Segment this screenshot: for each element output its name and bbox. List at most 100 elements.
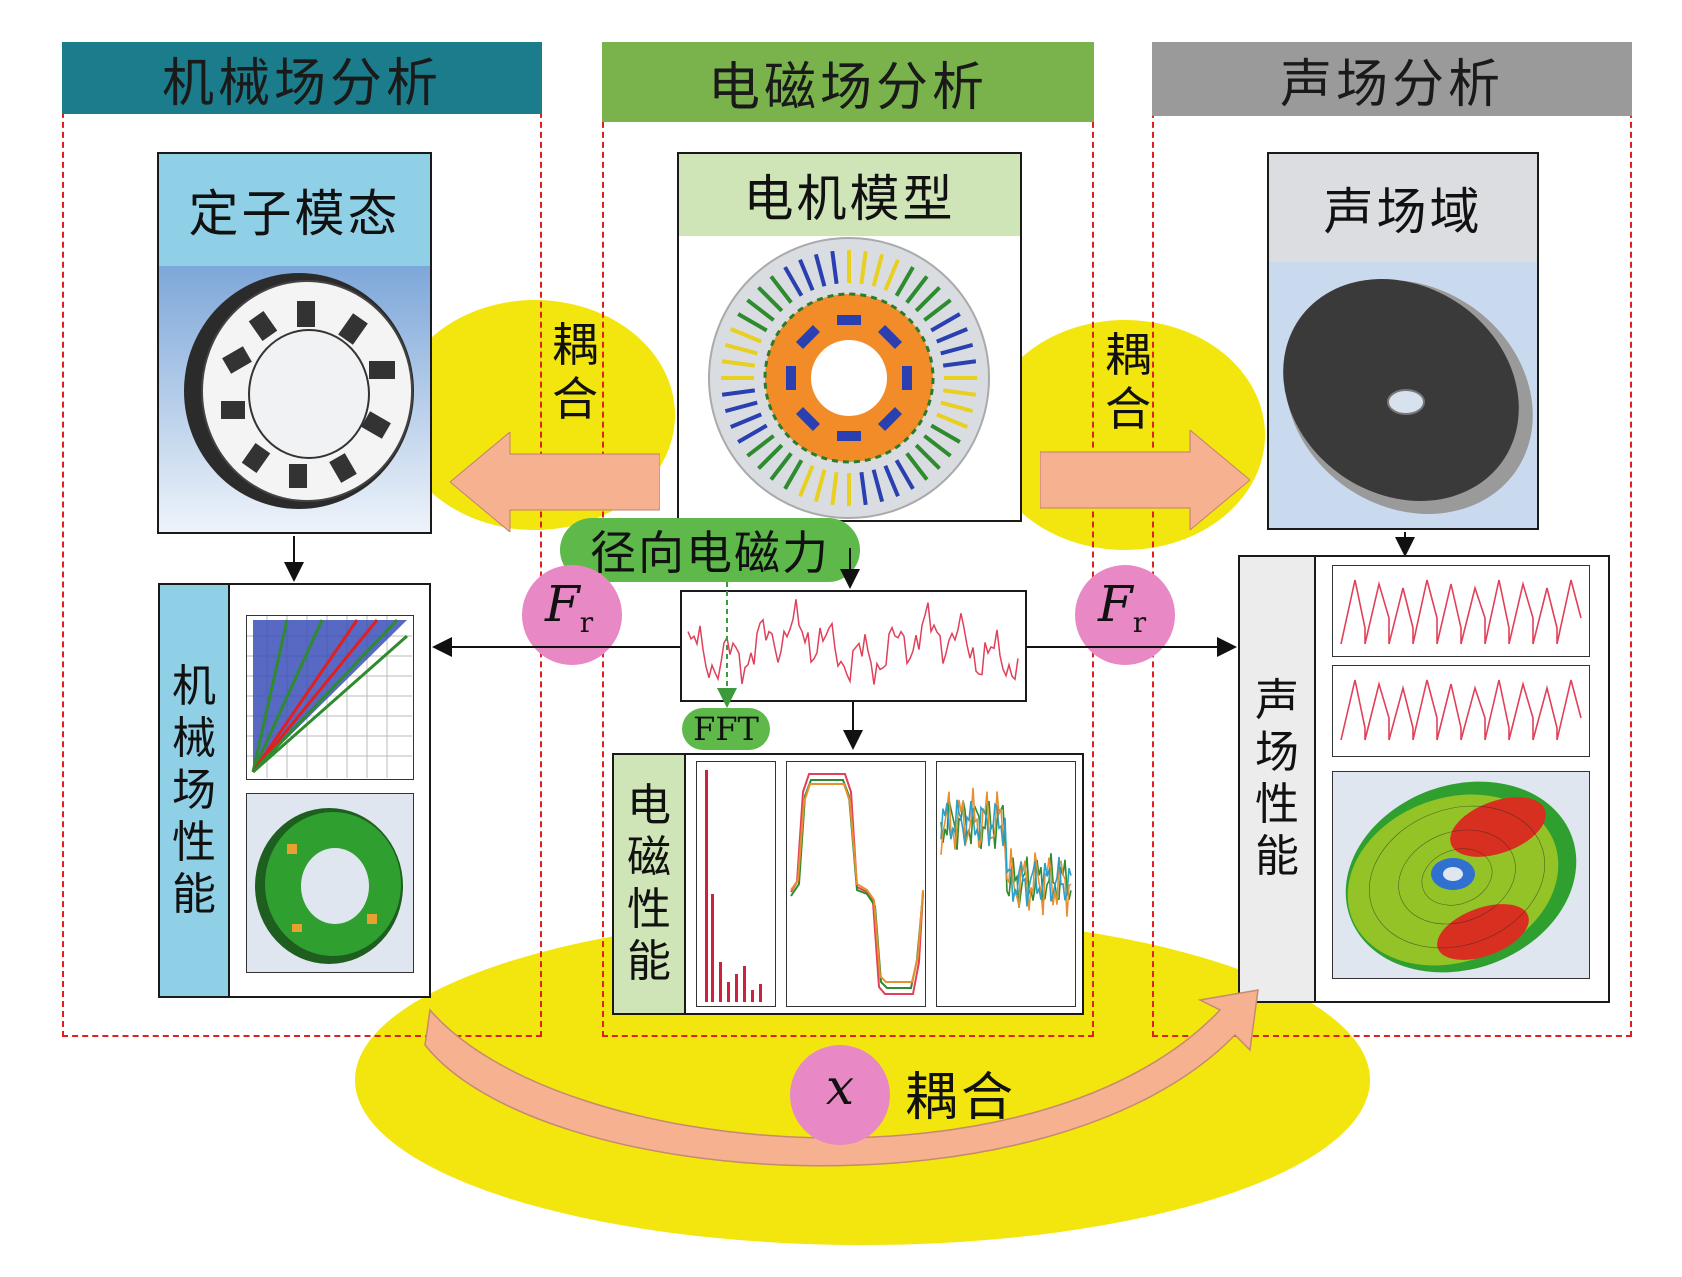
motor-model-panel: 电机模型 xyxy=(677,152,1022,522)
coupling-label-bottom: 耦合 xyxy=(905,1068,1018,1128)
stator-slot xyxy=(721,359,756,368)
mech-perf-char-2: 械 xyxy=(172,712,216,764)
coupling-ellipse-right xyxy=(985,320,1265,550)
em-perf-char-1: 电 xyxy=(627,780,671,831)
spectrum-bar xyxy=(735,974,738,1002)
stator-slot xyxy=(798,258,815,291)
sound-pressure-plot-2 xyxy=(1332,665,1590,757)
campbell-diagram xyxy=(246,615,414,780)
torque-ripple-plot xyxy=(936,761,1076,1007)
rotor-magnet xyxy=(786,366,796,390)
stator-slot xyxy=(930,312,961,333)
spectrum-bar xyxy=(751,990,754,1002)
stator-slot xyxy=(813,253,827,287)
stator-slot xyxy=(813,469,827,503)
fft-spectrum-bars xyxy=(705,770,762,1002)
stator-slot xyxy=(905,275,929,304)
stator-slot xyxy=(729,412,762,429)
stator-slot xyxy=(769,452,793,481)
campbell-plot xyxy=(247,616,412,778)
rotor-magnet xyxy=(902,366,912,390)
sound-field-domain-panel: 声场域 xyxy=(1267,152,1539,530)
force-waveform-trace xyxy=(687,599,1019,685)
variable-x: x xyxy=(825,1058,855,1116)
acoustic-disk-image xyxy=(1269,262,1537,528)
variable-circle-bottom xyxy=(790,1045,890,1145)
mechanical-performance-label: 机 械 场 性 能 xyxy=(160,585,230,996)
sound-pressure-contour-image xyxy=(1332,771,1590,979)
stator-slot xyxy=(883,258,900,291)
acoustic-performance-panel: 声 场 性 能 xyxy=(1238,555,1610,1003)
stator-slot xyxy=(757,286,784,313)
coupling-right-char-1: 耦 xyxy=(1105,328,1151,382)
force-waveform-panel xyxy=(680,590,1027,702)
stator-slot xyxy=(914,443,941,470)
acoustic-perf-char-1: 声 xyxy=(1255,675,1299,726)
coupling-left-char-1: 耦 xyxy=(552,318,598,372)
stator-mode-title: 定子模态 xyxy=(159,154,430,266)
stator-slot xyxy=(923,434,952,458)
mech-perf-char-3: 场 xyxy=(172,764,216,816)
em-perf-char-2: 磁 xyxy=(627,832,671,883)
sound-pressure-trace-1 xyxy=(1340,579,1582,645)
coupling-arrow-right xyxy=(1040,430,1250,530)
stator-slot xyxy=(871,253,885,287)
rotor-magnet xyxy=(795,324,821,350)
stator-slot xyxy=(729,327,762,344)
acoustic-perf-char-4: 能 xyxy=(1255,831,1299,882)
fft-label: FFT xyxy=(682,708,770,750)
acoustic-perf-char-2: 场 xyxy=(1255,727,1299,778)
stator-slot xyxy=(769,275,793,304)
stator-vibration-image xyxy=(246,793,414,973)
motor-model-title: 电机模型 xyxy=(679,154,1020,236)
motor-cross-section-image xyxy=(708,237,990,519)
stator-slot xyxy=(757,443,784,470)
mech-perf-char-4: 性 xyxy=(172,816,216,868)
rotor-magnet xyxy=(877,406,903,432)
sound-field-domain-title: 声场域 xyxy=(1269,154,1537,262)
stator-slot xyxy=(859,250,868,285)
stator-slot xyxy=(905,452,929,481)
force-symbol-left: Fr xyxy=(545,575,593,639)
stator-vibration-drawing xyxy=(255,808,403,964)
stator-slot xyxy=(737,423,768,444)
spectrum-bar xyxy=(711,894,714,1002)
acoustic-perf-char-3: 性 xyxy=(1255,779,1299,830)
force-symbol-right-letter: F xyxy=(1098,575,1133,633)
em-performance-label: 电 磁 性 能 xyxy=(614,755,686,1013)
coupling-label-left: 耦 合 xyxy=(545,318,605,426)
stator-slot xyxy=(721,388,756,397)
spectrum-bar xyxy=(727,982,730,1002)
rotor-magnet xyxy=(837,431,861,441)
coupling-right-char-2: 合 xyxy=(1105,382,1151,436)
rotor-magnet xyxy=(877,324,903,350)
stator-slot xyxy=(940,400,974,414)
stator-slot xyxy=(859,471,868,506)
sound-pressure-plot-1 xyxy=(1332,565,1590,657)
back-emf-waveform xyxy=(790,773,924,995)
coupling-label-right: 耦 合 xyxy=(1098,328,1158,436)
stator-slot xyxy=(894,266,915,297)
stator-slot xyxy=(724,400,758,414)
stator-slot xyxy=(724,342,758,356)
acoustic-section-title: 声场分析 xyxy=(1152,42,1632,116)
stator-mode-panel: 定子模态 xyxy=(157,152,432,534)
stator-slot xyxy=(746,434,775,458)
rotor-magnet xyxy=(795,406,821,432)
stator-slot xyxy=(914,286,941,313)
em-perf-char-3: 性 xyxy=(627,884,671,935)
force-symbol-right-sub: r xyxy=(1132,606,1147,639)
radial-force-label: 径向电磁力 xyxy=(560,518,860,582)
spectrum-bar xyxy=(759,984,762,1002)
electromagnetic-section-title: 电磁场分析 xyxy=(602,42,1094,122)
stator-slot xyxy=(798,465,815,498)
stator-slot xyxy=(737,312,768,333)
stator-slot xyxy=(930,423,961,444)
stator-slot xyxy=(923,298,952,322)
stator-slot xyxy=(746,298,775,322)
rotor-magnet xyxy=(837,315,861,325)
stator-slot xyxy=(940,342,974,356)
sound-pressure-contour xyxy=(1345,781,1577,973)
force-symbol-left-letter: F xyxy=(545,575,580,633)
